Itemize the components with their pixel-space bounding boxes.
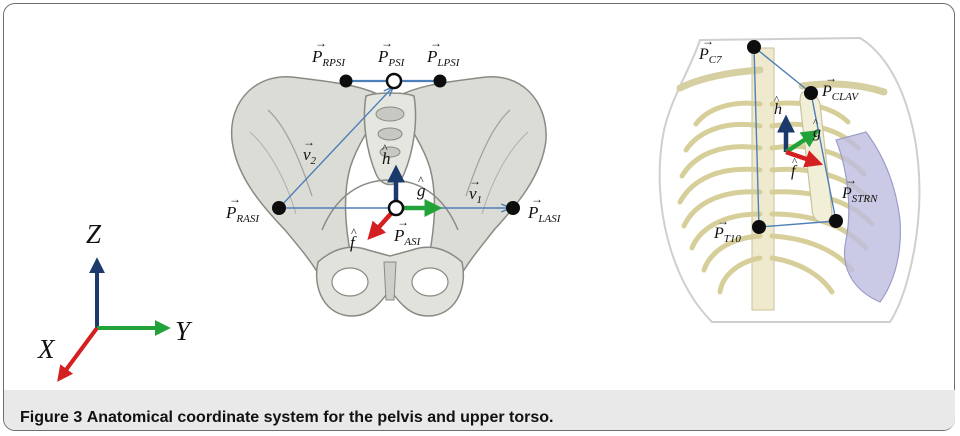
- marker-rpsi: [340, 75, 353, 88]
- marker-strn: [829, 214, 843, 228]
- marker-lasi: [506, 201, 520, 215]
- marker-asi: [389, 201, 403, 215]
- figure-caption: Figure 3 Anatomical coordinate system fo…: [20, 409, 553, 427]
- costal-cartilage: [836, 132, 900, 302]
- z-axis-label: Z: [86, 219, 102, 249]
- label-p-lasi: PLASI: [527, 203, 562, 225]
- global-axes: Z Y X: [37, 219, 193, 378]
- label-p-t10: PT10: [713, 225, 741, 245]
- right-ribs: [680, 103, 760, 292]
- y-axis-label: Y: [175, 316, 193, 346]
- svg-text:→: →: [229, 192, 241, 206]
- svg-text:→: →: [531, 192, 543, 206]
- svg-text:→: →: [825, 71, 837, 85]
- svg-text:→: →: [397, 215, 409, 229]
- right-clavicle: [680, 70, 760, 88]
- marker-c7: [747, 40, 761, 54]
- svg-text:→: →: [315, 36, 327, 50]
- caption-label: Figure 3: [20, 409, 82, 426]
- marker-t10: [752, 220, 766, 234]
- svg-text:^: ^: [382, 141, 388, 155]
- label-p-c7: PC7: [698, 46, 722, 66]
- label-p-rpsi: PRPSI: [311, 47, 346, 69]
- x-axis-label: X: [37, 334, 56, 364]
- x-axis-arrow: [60, 328, 97, 378]
- svg-text:^: ^: [351, 225, 357, 239]
- label-p-lpsi: PLPSI: [426, 47, 461, 69]
- svg-text:→: →: [845, 173, 857, 187]
- label-p-asi: PASI: [393, 226, 422, 248]
- svg-text:→: →: [381, 36, 393, 50]
- caption-text: Anatomical coordinate system for the pel…: [87, 409, 554, 426]
- svg-text:→: →: [469, 174, 481, 188]
- svg-text:→: →: [702, 34, 714, 48]
- svg-text:^: ^: [813, 117, 819, 129]
- label-p-rasi: PRASI: [225, 203, 260, 225]
- torso-illustration: [660, 38, 920, 322]
- marker-lpsi: [434, 75, 447, 88]
- label-p-psi: PPSI: [377, 47, 406, 69]
- svg-text:→: →: [717, 214, 729, 228]
- pelvis-illustration: [232, 77, 546, 316]
- svg-text:^: ^: [418, 173, 424, 187]
- marker-rasi: [272, 201, 286, 215]
- svg-text:^: ^: [792, 156, 798, 168]
- marker-clav: [804, 86, 818, 100]
- svg-text:→: →: [303, 135, 315, 149]
- svg-text:→: →: [430, 36, 442, 50]
- marker-psi: [387, 74, 401, 88]
- svg-text:^: ^: [774, 94, 780, 106]
